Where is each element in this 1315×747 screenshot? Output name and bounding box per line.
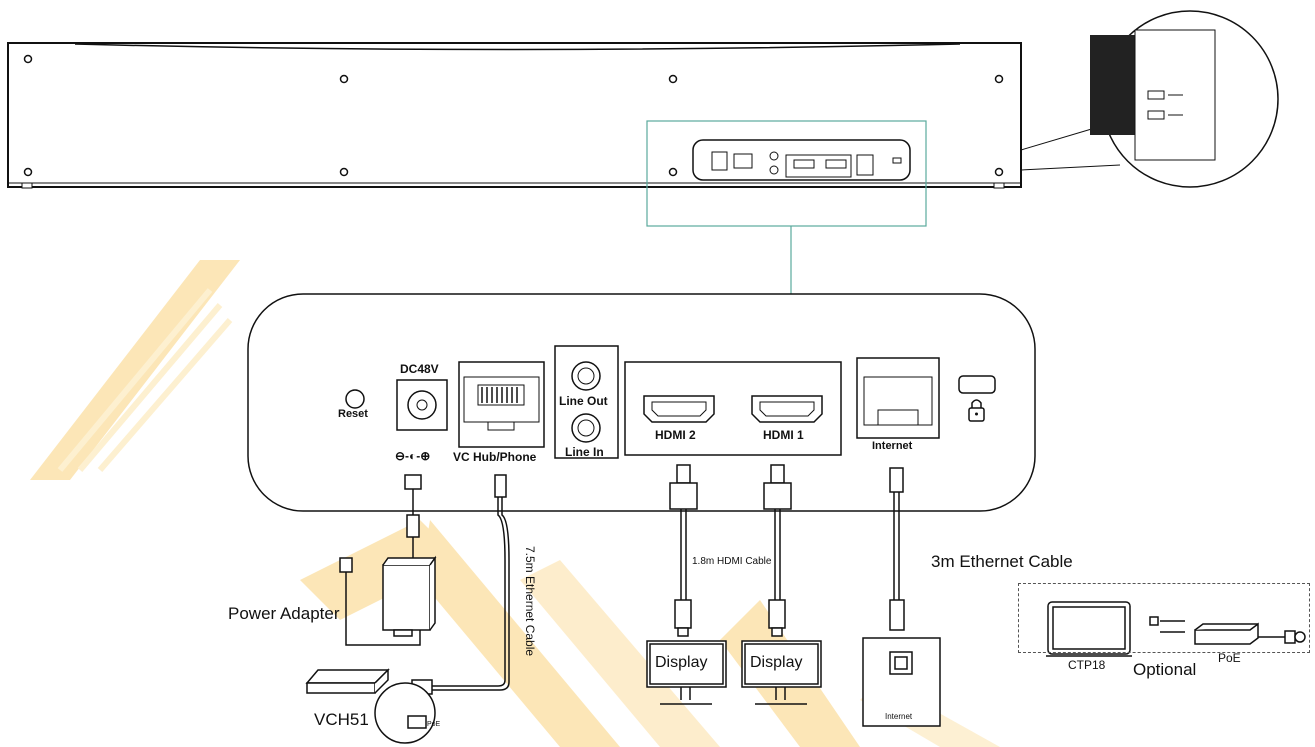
vch51-label: VCH51 (314, 710, 369, 729)
side-zoom (1020, 10, 1279, 188)
power-adapter-label: Power Adapter (228, 604, 340, 623)
reset-label: Reset (338, 408, 368, 420)
dc48v-label: DC48V (400, 362, 439, 376)
internet-port-label: Internet (872, 440, 913, 452)
callout-box (646, 120, 927, 227)
ethernet-cable-75 (411, 474, 510, 695)
device-front (7, 42, 1022, 189)
poe-label: PoE (1218, 651, 1241, 665)
display-label: Display (655, 654, 708, 671)
internet-jack-label: Internet (885, 712, 913, 721)
hdmi1-label: HDMI 1 (763, 428, 804, 442)
vc-hub-phone-label: VC Hub/Phone (453, 450, 537, 464)
lock-slot (958, 375, 996, 394)
optional-box (1018, 583, 1310, 653)
optional-label: Optional (1133, 660, 1197, 679)
line-out-label: Line Out (559, 394, 608, 408)
power-cable (339, 474, 437, 646)
polarity-label: ⊖-◐-⊕ (395, 449, 431, 463)
vch51-device (305, 668, 436, 744)
hdmi-cable-label: 1.8m HDMI Cable (692, 556, 772, 567)
lock-icon (968, 399, 985, 422)
ctp18-label: CTP18 (1068, 658, 1106, 672)
poe-small-label: PoE (427, 721, 441, 728)
hdmi2-label: HDMI 2 (655, 428, 696, 442)
displays (646, 640, 822, 705)
internet-cable (862, 467, 941, 727)
reset-button (345, 389, 365, 409)
optional-contents (1046, 601, 1306, 657)
watermark (30, 260, 1000, 747)
line-in-label: Line In (565, 445, 604, 459)
hdmi-cables (669, 464, 792, 637)
display-label: Display (750, 654, 803, 671)
eth-3m-label: 3m Ethernet Cable (931, 552, 1073, 571)
port-panel (247, 293, 1036, 512)
ethernet-75-label: 7.5m Ethernet Cable (523, 546, 537, 657)
